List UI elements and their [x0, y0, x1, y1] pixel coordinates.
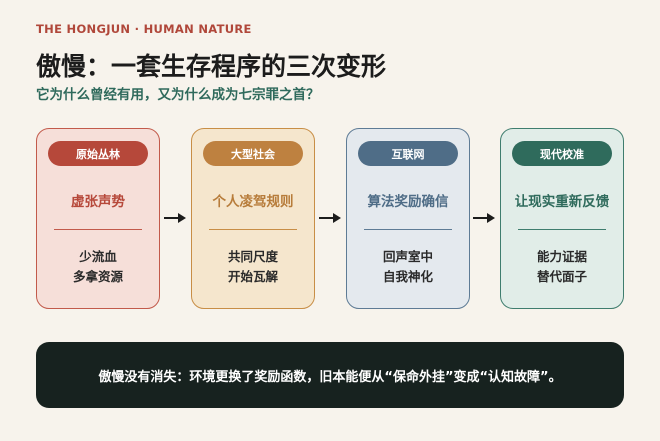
stage-headline: 让现实重新反馈	[514, 194, 610, 210]
stage-description-line: 回声室中	[382, 249, 433, 264]
stage-description-line: 替代面子	[536, 269, 587, 284]
stage-description-line: 少流血	[79, 249, 117, 264]
page-subtitle: 它为什么曾经有用，又为什么成为七宗罪之首？	[36, 87, 320, 103]
arrow-right-icon	[164, 213, 186, 223]
stage-headline: 算法奖励确信	[367, 194, 449, 210]
brand-label: THE HONGJUN · HUMAN NATURE	[36, 22, 252, 36]
stage-divider	[209, 229, 297, 230]
stage-era-badge: 大型社会	[203, 141, 303, 166]
stage-era-badge: 现代校准	[512, 141, 612, 166]
stage-description: 共同尺度 开始瓦解	[192, 247, 314, 287]
arrow-right-icon	[319, 213, 341, 223]
stage-description-line: 能力证据	[536, 249, 587, 264]
stage-headline: 虚张声势	[71, 194, 125, 210]
stage-divider	[54, 229, 142, 230]
stage-description: 回声室中 自我神化	[347, 247, 469, 287]
stage-description: 能力证据 替代面子	[501, 247, 623, 287]
conclusion-text: 傲慢没有消失：环境更换了奖励函数，旧本能便从“保命外挂”变成“认知故障”。	[98, 369, 562, 385]
stage-era-badge: 原始丛林	[48, 141, 148, 166]
page-title: 傲慢：一套生存程序的三次变形	[36, 52, 387, 81]
stage-card-internet: 互联网 算法奖励确信 回声室中 自我神化	[346, 128, 470, 309]
stage-headline: 个人凌驾规则	[212, 194, 294, 210]
stage-description-line: 多拿资源	[72, 269, 123, 284]
arrow-right-icon	[473, 213, 495, 223]
stage-divider	[364, 229, 452, 230]
stage-era-badge: 互联网	[358, 141, 458, 166]
conclusion-banner: 傲慢没有消失：环境更换了奖励函数，旧本能便从“保命外挂”变成“认知故障”。	[36, 342, 624, 408]
stage-divider	[518, 229, 606, 230]
stage-description-line: 自我神化	[382, 269, 433, 284]
stage-card-modern-calibration: 现代校准 让现实重新反馈 能力证据 替代面子	[500, 128, 624, 309]
stage-description: 少流血 多拿资源	[37, 247, 159, 287]
stage-card-large-society: 大型社会 个人凌驾规则 共同尺度 开始瓦解	[191, 128, 315, 309]
stage-description-line: 开始瓦解	[227, 269, 278, 284]
stage-card-primitive: 原始丛林 虚张声势 少流血 多拿资源	[36, 128, 160, 309]
stage-description-line: 共同尺度	[227, 249, 278, 264]
